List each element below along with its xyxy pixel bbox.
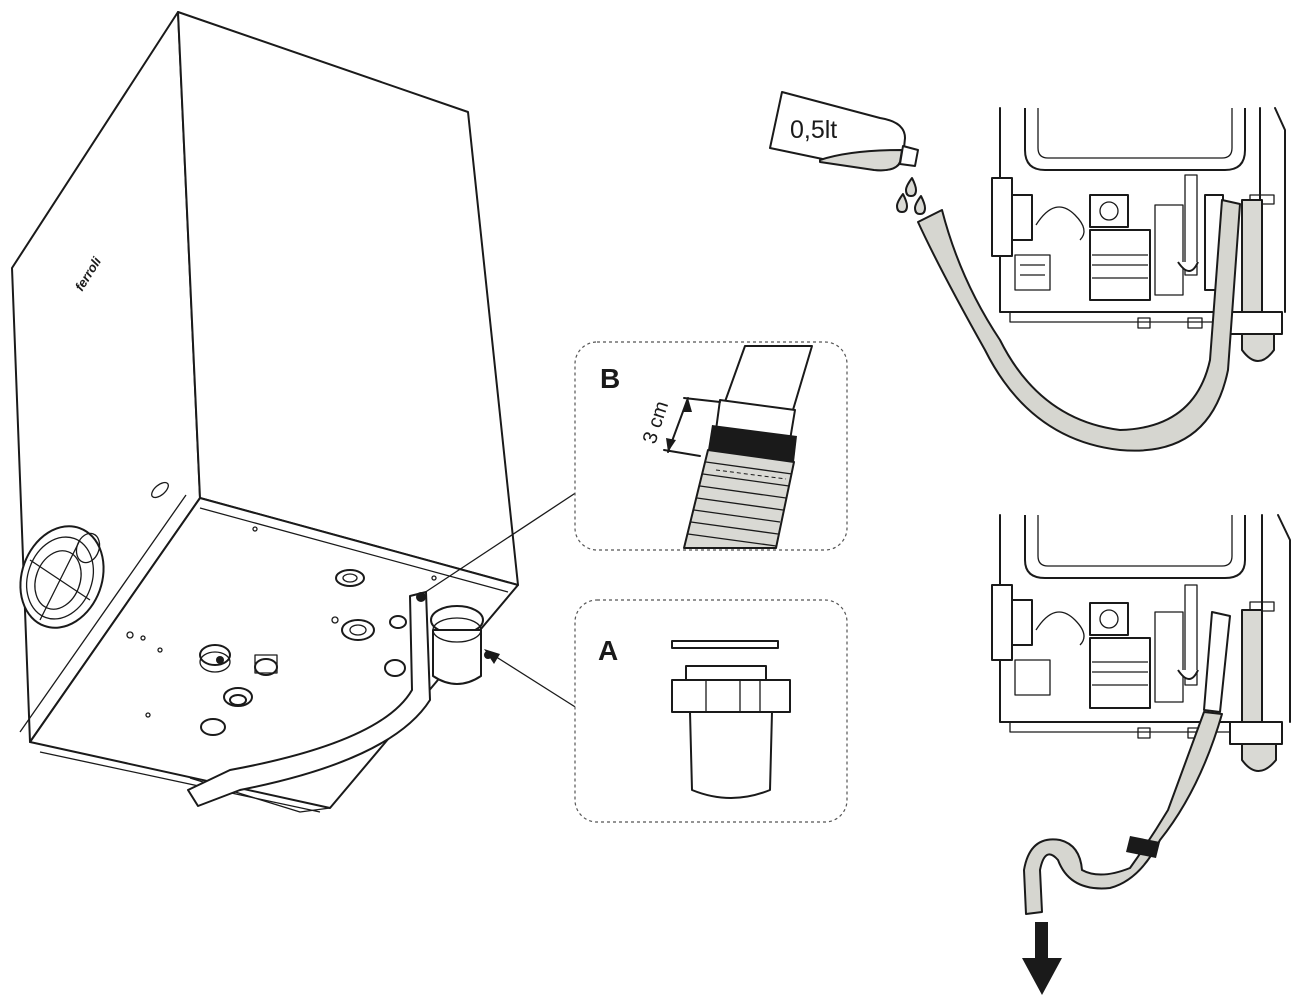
drain-hose [187, 591, 431, 807]
condensate-siphon [430, 605, 492, 685]
leader-line-b [417, 489, 581, 598]
arrow-down-icon [1022, 922, 1062, 995]
detail-b-label: B [600, 363, 620, 394]
flue-outlet [19, 525, 105, 629]
detail-a-panel: A [574, 599, 848, 823]
boiler-unit: ferroli [11, 11, 519, 813]
boiler-interior-bottom [991, 514, 1291, 772]
detail-b-panel: B 3 cm [574, 341, 848, 551]
leader-line-a [489, 652, 581, 711]
fill-hose [917, 199, 1241, 452]
bottle-volume-label: 0,5lt [790, 116, 837, 144]
detail-a-label: A [598, 635, 618, 666]
drain-hose-bottom [1023, 711, 1223, 915]
bottle: 0,5lt [769, 91, 919, 172]
water-drop-icon [896, 177, 926, 215]
pipe-fittings [126, 526, 437, 736]
boiler-interior-top [991, 107, 1286, 362]
